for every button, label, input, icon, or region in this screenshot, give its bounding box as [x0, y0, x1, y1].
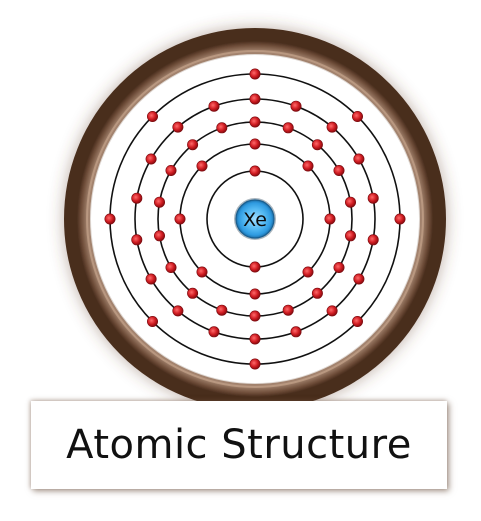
electron-shell-4 [172, 121, 184, 133]
electron-shell-4 [353, 153, 365, 165]
electron-shell-4 [367, 192, 379, 204]
electron-shell-1 [249, 165, 261, 177]
electron-shell-5 [147, 315, 159, 327]
electron-shell-2 [249, 288, 261, 300]
electron-shell-3 [154, 196, 166, 208]
electron-shell-3 [249, 116, 261, 128]
electron-shell-3 [344, 230, 356, 242]
electron-shell-5 [351, 111, 363, 123]
electron-shell-2 [302, 266, 314, 278]
electron-shell-2 [249, 138, 261, 150]
electron-shell-4 [367, 234, 379, 246]
electron-shell-2 [324, 213, 336, 225]
electron-shell-2 [196, 160, 208, 172]
electron-shell-3 [282, 304, 294, 316]
caption-box: Atomic Structure [31, 401, 447, 489]
electron-shell-3 [311, 287, 323, 299]
electron-shell-2 [302, 160, 314, 172]
electron-shell-3 [282, 122, 294, 134]
electron-shell-5 [249, 68, 261, 80]
element-symbol: Xe [243, 209, 267, 231]
electron-shell-2 [196, 266, 208, 278]
electron-shell-3 [187, 287, 199, 299]
electron-shell-3 [216, 122, 228, 134]
electron-shell-3 [187, 139, 199, 151]
nucleus: Xe [234, 198, 276, 240]
electron-shell-2 [174, 213, 186, 225]
electron-shell-4 [249, 93, 261, 105]
electron-shell-3 [165, 165, 177, 177]
electron-shell-3 [344, 196, 356, 208]
electron-shell-4 [131, 192, 143, 204]
electron-shell-5 [147, 111, 159, 123]
electron-shell-4 [326, 121, 338, 133]
electron-shell-4 [290, 326, 302, 338]
electron-shell-4 [290, 100, 302, 112]
electron-shell-4 [208, 326, 220, 338]
electron-shell-4 [326, 305, 338, 317]
electron-shell-5 [351, 315, 363, 327]
electron-shell-4 [208, 100, 220, 112]
electron-shell-4 [131, 234, 143, 246]
electron-shell-3 [249, 310, 261, 322]
electron-shell-1 [249, 261, 261, 273]
electron-shell-3 [333, 261, 345, 273]
electron-shell-5 [104, 213, 116, 225]
electron-shell-3 [154, 230, 166, 242]
electron-group [104, 68, 406, 370]
electron-shell-4 [353, 273, 365, 285]
electron-shell-3 [333, 165, 345, 177]
electron-shell-3 [165, 261, 177, 273]
electron-shell-3 [311, 139, 323, 151]
electron-shell-5 [249, 358, 261, 370]
caption-title: Atomic Structure [66, 422, 412, 468]
electron-shell-4 [145, 273, 157, 285]
frame-ring [64, 28, 446, 410]
electron-shell-4 [172, 305, 184, 317]
electron-shell-4 [249, 333, 261, 345]
electron-shell-5 [394, 213, 406, 225]
electron-shell-3 [216, 304, 228, 316]
electron-shell-4 [145, 153, 157, 165]
